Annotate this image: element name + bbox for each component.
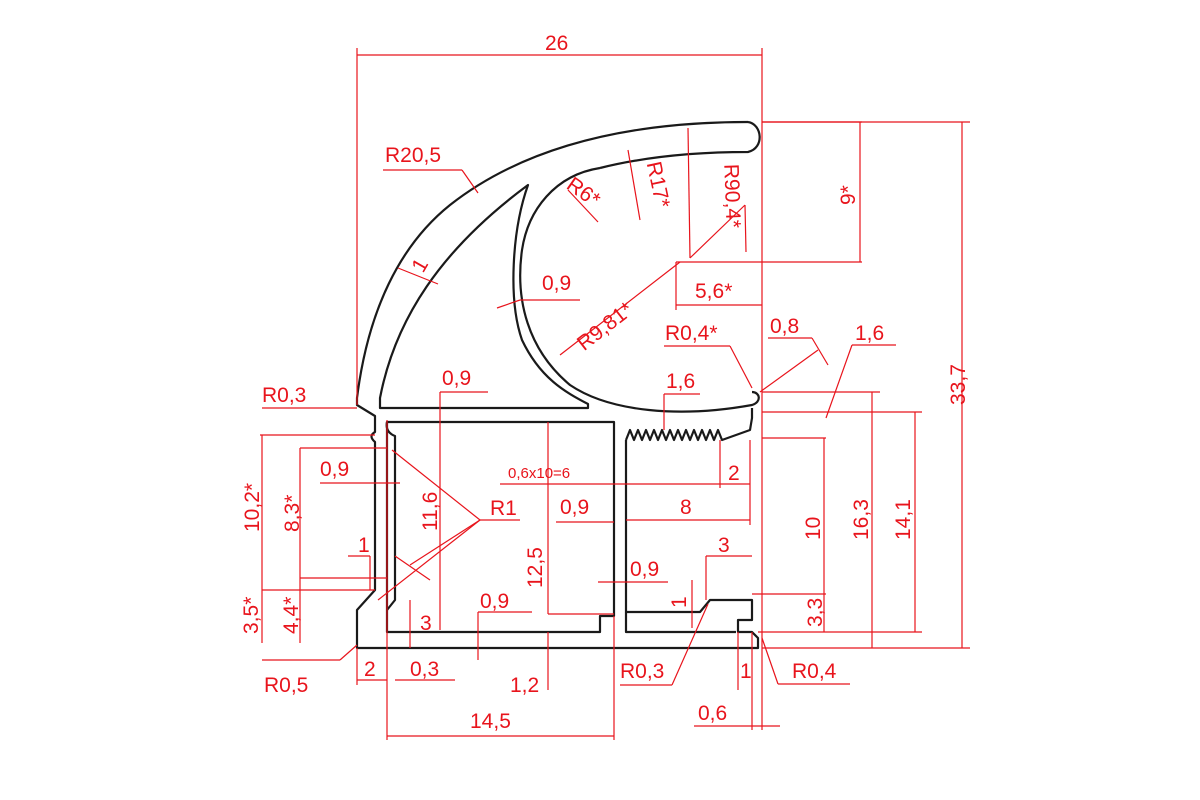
label-dim-8: 8 [680, 496, 692, 519]
label-r-outer: R20,5 [385, 144, 441, 167]
outer-wing-edge [355, 120, 760, 650]
label-width-total: 26 [545, 32, 568, 55]
label-dim-03: 0,3 [410, 658, 439, 681]
label-dim-125: 12,5 [524, 547, 547, 588]
label-dim-09-a: 0,9 [542, 272, 571, 295]
label-dim-08: 0,8 [770, 315, 799, 338]
label-teeth-pitch: 0,6x10=6 [508, 465, 570, 482]
label-dim-102: 10,2* [241, 483, 264, 532]
label-dim-09-b: 0,9 [442, 367, 471, 390]
serrated-teeth [624, 408, 754, 442]
label-dim-44: 4,4* [280, 597, 303, 634]
label-dim-2-left: 2 [364, 658, 376, 681]
label-dim-1-bottom: 1 [740, 660, 752, 683]
tip-curl [599, 120, 761, 170]
label-dim-116: 11,6 [419, 492, 442, 531]
label-dim-09-c: 0,9 [320, 458, 349, 481]
label-dim-83: 8,3* [281, 495, 304, 532]
label-dim-2-right: 2 [728, 462, 740, 485]
label-dim-09-e: 0,9 [630, 558, 659, 581]
label-dim-145: 14,5 [470, 710, 511, 733]
label-r90: R90,4* [719, 164, 744, 229]
label-dim-10: 10 [802, 517, 825, 540]
label-r04-bottom: R0,4 [792, 660, 837, 683]
label-r03-left: R0,3 [262, 384, 306, 407]
wing-inner-cavity [378, 183, 590, 410]
bottom-slot [624, 612, 736, 634]
label-dim-09-f: 0,9 [480, 590, 509, 613]
label-dim-16-right: 1,6 [855, 322, 884, 345]
label-dim-06: 0,6 [698, 702, 727, 725]
label-r17: R17* [642, 160, 674, 210]
label-dim-16-teeth: 1,6 [666, 370, 695, 393]
label-dim-12: 1,2 [510, 674, 539, 697]
label-dim-1-slot: 1 [668, 596, 691, 608]
dimension-lines [260, 48, 970, 740]
label-r03-bottom: R0,3 [620, 660, 664, 683]
label-height-total: 33,7 [947, 364, 970, 405]
label-dim-33: 3,3 [804, 598, 827, 627]
label-dim-1-left: 1 [358, 534, 370, 557]
label-r1: R1 [490, 497, 517, 520]
label-dim-163: 16,3 [850, 499, 873, 540]
label-r05: R0,5 [264, 674, 308, 697]
label-r981: R9,81* [573, 298, 638, 356]
label-dim-141: 14,1 [892, 499, 915, 540]
label-dim-35: 3,5* [240, 597, 263, 634]
label-dim-9: 9* [837, 185, 860, 205]
label-dim-3-slot: 3 [718, 534, 730, 557]
label-dim-56: 5,6* [695, 280, 732, 303]
label-dim-09-d: 0,9 [560, 496, 589, 519]
label-r04-top: R0,4* [665, 322, 718, 345]
label-dim-3-base: 3 [420, 612, 432, 635]
circular-hook [519, 166, 760, 413]
